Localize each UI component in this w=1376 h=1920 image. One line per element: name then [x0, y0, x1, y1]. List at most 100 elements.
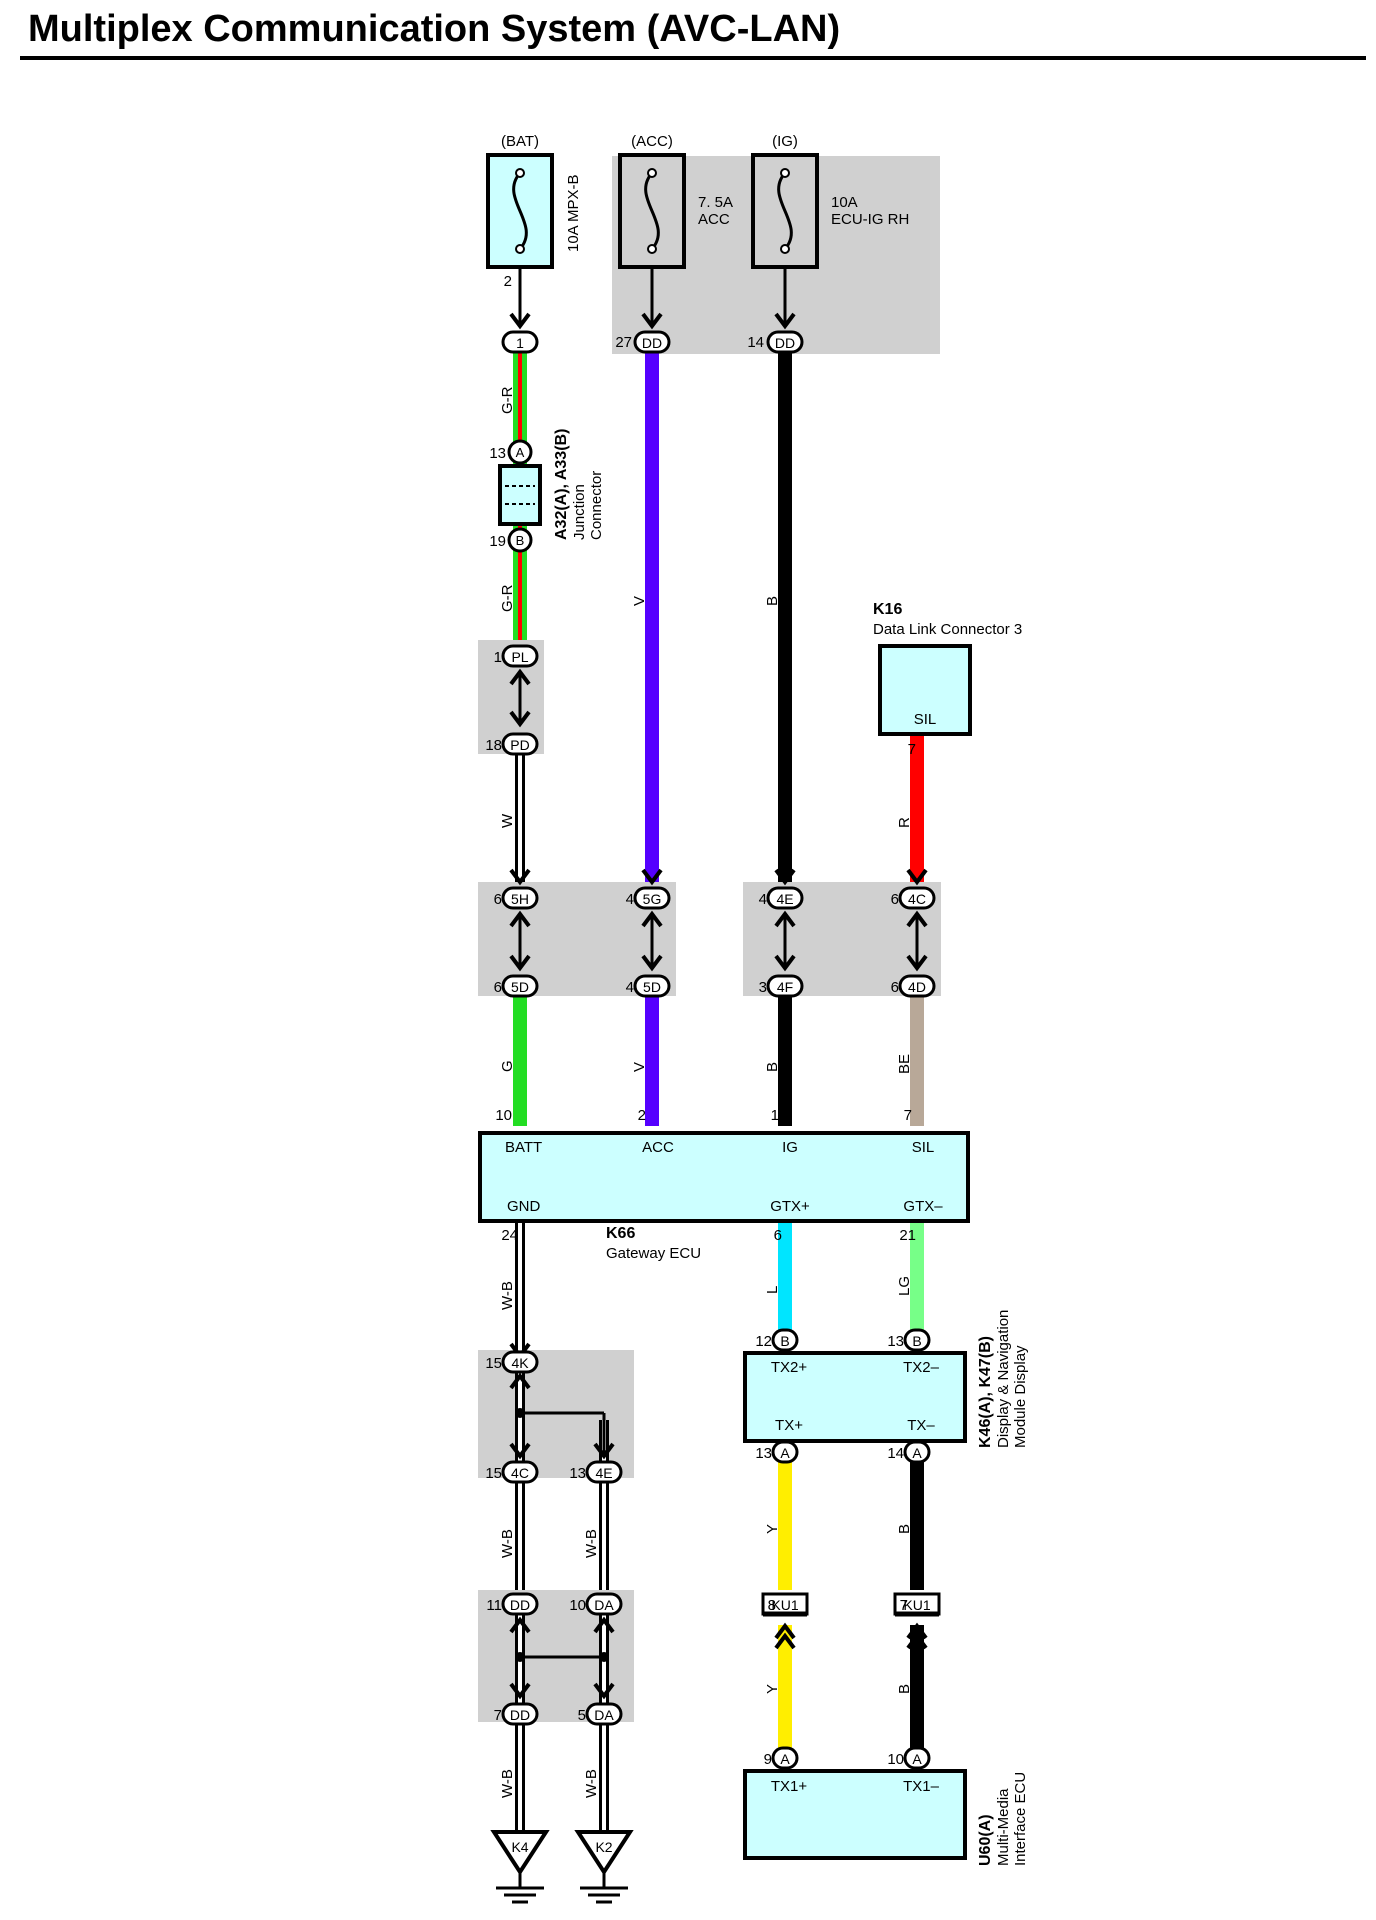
pin-5d-g: 6: [494, 979, 502, 996]
gateway-ecu-box: [478, 1131, 970, 1223]
disp-txm: TX–: [907, 1417, 935, 1434]
jc-name-1: Junction: [571, 484, 588, 540]
conn-pl: [501, 644, 539, 668]
label-bat: (BAT): [501, 133, 539, 150]
conn-disp-b-l: [771, 1328, 799, 1352]
shaded-areas: [478, 156, 941, 1722]
ecu-sil: SIL: [912, 1139, 935, 1156]
chev-4k-up: [509, 1372, 531, 1390]
conn-disp-b-r: [903, 1328, 931, 1352]
ground-k2-label: K2: [595, 1839, 612, 1855]
chev-c1: [509, 312, 531, 330]
conn-ku1-y-label: KU1: [771, 1597, 798, 1613]
chev-pd: [509, 710, 531, 728]
pin-acc-dd: 27: [615, 334, 632, 351]
chev-4f: [774, 954, 796, 972]
conn-4d: [898, 974, 936, 998]
wire-label-17: W-B: [499, 1529, 516, 1558]
ecu-ig: IG: [782, 1139, 798, 1156]
chev-da-down: [593, 1682, 615, 1700]
k16-box: [878, 644, 972, 736]
wire-label-3: G: [499, 1060, 516, 1072]
mm-tx1m: TX1–: [903, 1778, 940, 1795]
chev-5h: [509, 868, 531, 886]
pin-da-bot: 5: [578, 1707, 586, 1724]
chev-4c: [906, 868, 928, 886]
mm-tx1p: TX1+: [771, 1778, 808, 1795]
mm-code: U60(A): [977, 1814, 994, 1866]
conn-4c-g-label: 4C: [511, 1465, 529, 1481]
fuse-ig-name: ECU-IG RH: [831, 211, 909, 228]
splice-4k: [515, 1408, 525, 1418]
pin-ecu-gnd: 24: [501, 1227, 518, 1244]
ecu-acc: ACC: [642, 1139, 674, 1156]
conn-da-bot-label: DA: [594, 1707, 614, 1723]
fuse-bat-rating: 10A MPX-B: [565, 174, 582, 252]
conn-5d-g: [501, 974, 539, 998]
conn-5d-v-label: 5D: [643, 979, 661, 995]
chev-dd-down: [509, 1682, 531, 1700]
conn-4k-label: 4K: [511, 1355, 529, 1371]
multimedia-box: [743, 1769, 967, 1860]
disp-name-1: Display & Navigation: [995, 1310, 1012, 1448]
pin-disp-txm: 14: [887, 1445, 904, 1462]
pin-jc-a: 13: [489, 445, 506, 462]
fuse-acc-term-top: [647, 168, 657, 178]
pin-pd: 18: [485, 737, 502, 754]
k16-name: Data Link Connector 3: [873, 621, 1022, 638]
conn-disp-b-l-label: B: [780, 1333, 789, 1349]
wire-label-18: W-B: [583, 1529, 600, 1558]
pin-4d: 6: [891, 979, 899, 996]
conn-da-bot: [585, 1702, 623, 1726]
conn-da-top: [585, 1592, 623, 1616]
disp-tx2p: TX2+: [771, 1359, 808, 1376]
ecu-batt: BATT: [505, 1139, 542, 1156]
page-title: Multiplex Communication System (AVC-LAN): [28, 8, 841, 50]
pin-pl: 1: [494, 649, 502, 666]
conn-c1: [501, 330, 539, 354]
wire-label-19: W-B: [499, 1769, 516, 1798]
conn-5h-label: 5H: [511, 891, 529, 907]
chev-4e-up: [774, 910, 796, 928]
conn-acc-dd-label: DD: [642, 335, 662, 351]
conn-4c-label: 4C: [908, 891, 926, 907]
chev-5d-g: [509, 954, 531, 972]
conn-5g-label: 5G: [643, 891, 662, 907]
pin-bat-fuse: 2: [504, 273, 512, 290]
pin-disp-txp: 13: [755, 1445, 772, 1462]
wire-label-1: G-R: [499, 584, 516, 612]
conn-4k: [501, 1350, 539, 1374]
conn-4e-g-label: 4E: [595, 1465, 612, 1481]
conn-disp-a-l: [771, 1440, 799, 1464]
conn-dd-top: [501, 1592, 539, 1616]
conn-dd-top-label: DD: [510, 1597, 530, 1613]
pin-ku1-b: 7: [900, 1597, 908, 1614]
label-ig: (IG): [772, 133, 798, 150]
chev-dd-up: [509, 1616, 531, 1634]
wire-label-20: W-B: [583, 1769, 600, 1798]
k16-code: K16: [873, 601, 902, 618]
conn-pd-label: PD: [510, 737, 529, 753]
disp-name-2: Module Display: [1012, 1345, 1029, 1448]
conn-pd: [501, 732, 539, 756]
chev-ku1-b-b: [906, 1632, 928, 1650]
conn-4c: [898, 886, 936, 910]
conn-dd-bot: [501, 1702, 539, 1726]
ecu-gtxm: GTX–: [903, 1198, 943, 1215]
ground-k2: [574, 1830, 634, 1876]
conn-4e-label: 4E: [776, 891, 793, 907]
chev-5g: [641, 868, 663, 886]
conn-ku1-b-label: KU1: [903, 1597, 930, 1613]
title-rule: [20, 56, 1366, 60]
chev-5d-v: [641, 954, 663, 972]
chev-ku1-b-a: [906, 1622, 928, 1640]
pin-4k: 15: [485, 1355, 502, 1372]
wire-label-7: B: [764, 1062, 781, 1072]
fuse-bat-term-bottom: [515, 244, 525, 254]
pin-4e-g: 13: [569, 1465, 586, 1482]
conn-ig-dd-label: DD: [775, 335, 795, 351]
ecu-code: K66: [606, 1225, 635, 1242]
pin-mm-tx1m: 10: [887, 1751, 904, 1768]
wire-label-11: LG: [896, 1276, 913, 1296]
fuse-ig-rating: 10A: [831, 194, 858, 211]
